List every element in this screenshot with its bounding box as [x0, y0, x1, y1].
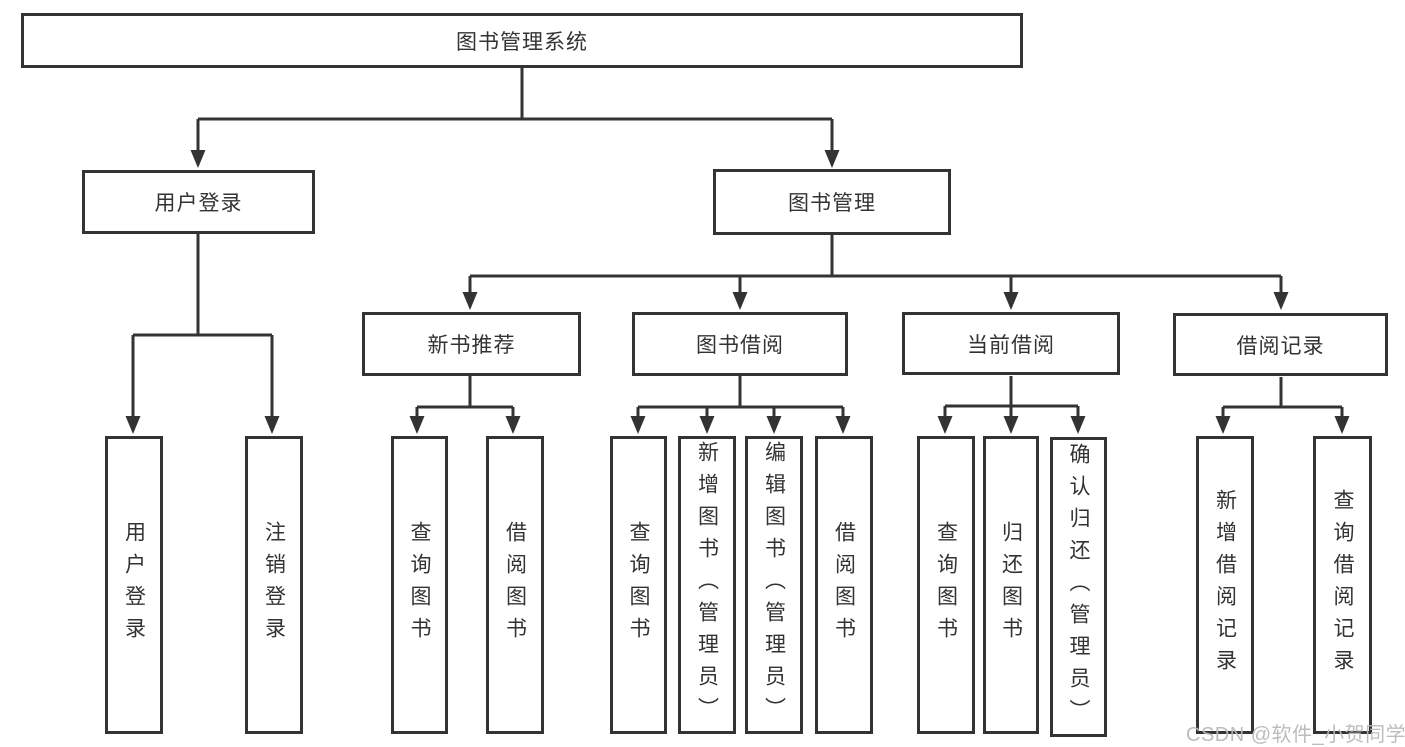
connector	[417, 376, 513, 409]
leaf-query-books-recommend: 查询图书	[391, 436, 448, 734]
leaf-label: 注销登录	[262, 521, 286, 649]
node-user-login: 用户登录	[82, 170, 315, 234]
leaf-user-login: 用户登录	[105, 436, 163, 734]
leaf-logout: 注销登录	[245, 436, 303, 734]
connector	[638, 376, 843, 409]
node-root: 图书管理系统	[21, 13, 1023, 68]
node-label: 图书借阅	[696, 334, 784, 357]
leaf-query-books-borrow: 查询图书	[610, 436, 667, 734]
connector	[945, 376, 1078, 408]
leaf-label: 编辑图书（管理员）	[762, 441, 786, 729]
node-book-management: 图书管理	[713, 169, 951, 235]
leaf-edit-book-admin: 编辑图书（管理员）	[745, 436, 803, 734]
leaf-label: 查询图书	[627, 521, 651, 649]
leaf-add-borrow-record: 新增借阅记录	[1196, 436, 1254, 734]
leaf-query-borrow-record: 查询借阅记录	[1313, 436, 1372, 734]
leaf-borrow-books-recommend: 借阅图书	[486, 436, 544, 734]
connector	[198, 68, 832, 121]
connector	[470, 235, 1281, 278]
leaf-label: 用户登录	[122, 521, 146, 649]
leaf-confirm-return-admin: 确认归还（管理员）	[1050, 437, 1107, 737]
connector	[133, 234, 272, 337]
leaf-borrow-books: 借阅图书	[815, 436, 873, 734]
leaf-add-book-admin: 新增图书（管理员）	[678, 436, 736, 734]
node-label: 借阅记录	[1236, 334, 1325, 358]
leaf-label: 新增图书（管理员）	[695, 441, 719, 729]
leaf-label: 查询借阅记录	[1331, 489, 1355, 681]
leaf-label: 查询图书	[934, 521, 958, 649]
node-borrow-records: 借阅记录	[1173, 313, 1388, 376]
node-label: 用户登录	[154, 192, 243, 215]
leaf-return-book: 归还图书	[983, 436, 1039, 734]
leaf-label: 借阅图书	[832, 521, 856, 649]
leaf-query-books-current: 查询图书	[917, 436, 975, 734]
node-label: 图书管理	[788, 192, 876, 215]
node-root-label: 图书管理系统	[456, 30, 588, 54]
leaf-label: 确认归还（管理员）	[1067, 443, 1091, 731]
csdn-watermark: CSDN @软件_小贺同学	[1186, 724, 1405, 746]
node-new-book-recommend: 新书推荐	[362, 312, 581, 376]
node-book-borrow: 图书借阅	[632, 312, 848, 376]
node-label: 新书推荐	[427, 334, 516, 357]
node-current-borrow: 当前借阅	[902, 312, 1120, 375]
leaf-label: 借阅图书	[503, 521, 527, 649]
node-label: 当前借阅	[967, 333, 1055, 357]
leaf-label: 新增借阅记录	[1213, 489, 1237, 681]
leaf-label: 查询图书	[408, 521, 432, 649]
leaf-label: 归还图书	[999, 521, 1023, 649]
connector	[1223, 377, 1342, 409]
